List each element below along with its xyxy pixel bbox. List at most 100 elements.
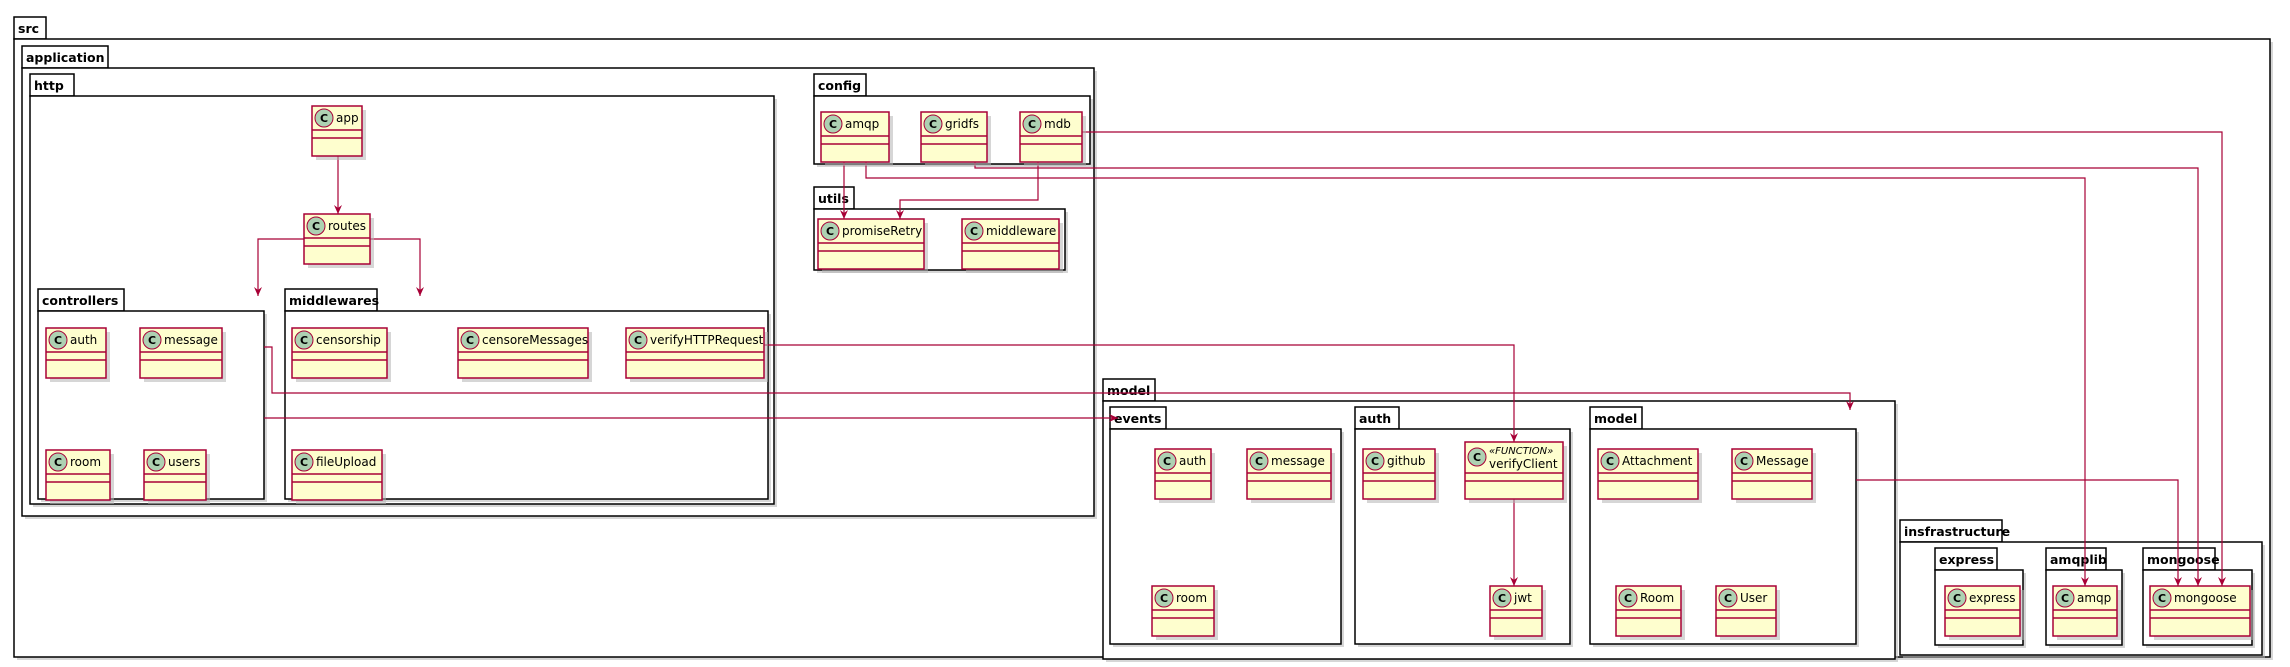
class-name: User — [1740, 591, 1767, 605]
class-icon — [1718, 588, 1738, 608]
svg-text:C: C — [54, 334, 62, 347]
package-label: middlewares — [289, 293, 379, 308]
arrow-mdb-promiseRetry — [896, 162, 1039, 219]
class-auth-verifyClient[interactable]: C «FUNCTION»verifyClient — [1464, 441, 1567, 503]
class-name: room — [1176, 591, 1207, 605]
class-name: users — [168, 455, 200, 469]
svg-text:C: C — [1371, 455, 1379, 468]
arrow-model-mongoose — [1856, 479, 2182, 586]
svg-text:C: C — [466, 334, 474, 347]
arrow-verifyClient-jwt — [1510, 499, 1518, 586]
arrow-message-model — [264, 346, 1854, 410]
svg-text:C: C — [1163, 455, 1171, 468]
svg-text:C: C — [312, 220, 320, 233]
class-stereotype: «FUNCTION» — [1489, 446, 1553, 457]
class-name: room — [70, 455, 101, 469]
package-label: controllers — [42, 293, 118, 308]
svg-text:C: C — [970, 225, 978, 238]
arrow-controllers-events — [264, 414, 1118, 422]
class-icon — [1022, 114, 1042, 134]
class-name: github — [1387, 454, 1425, 468]
svg-text:C: C — [1740, 455, 1748, 468]
svg-text:C: C — [2158, 592, 2166, 605]
class-icon — [1249, 451, 1269, 471]
class-name: censoreMessages — [482, 333, 588, 347]
package-label: events — [1114, 411, 1161, 426]
svg-text:C: C — [634, 334, 642, 347]
class-name: verifyClient — [1489, 457, 1558, 471]
class-icon — [1467, 447, 1487, 467]
svg-text:C: C — [1160, 592, 1168, 605]
arrow-routes-controllers — [254, 238, 304, 296]
svg-text:C: C — [929, 118, 937, 131]
class-name: express — [1969, 591, 2015, 605]
svg-text:C: C — [148, 334, 156, 347]
class-icon — [1947, 588, 1967, 608]
class-icon — [964, 221, 984, 241]
class-name: gridfs — [945, 117, 979, 131]
arrow-amqp-infra-amqp — [865, 162, 2089, 586]
package-label: model — [1107, 383, 1150, 398]
arrow-amqp-promiseRetry — [840, 162, 848, 219]
class-icon — [142, 330, 162, 350]
class-icon — [294, 330, 314, 350]
arrow-routes-middlewares — [370, 238, 424, 296]
class-model-Message[interactable]: C Message — [1731, 448, 1816, 503]
class-name: Attachment — [1622, 454, 1693, 468]
class-name: mongoose — [2174, 591, 2237, 605]
class-icon — [820, 221, 840, 241]
class-icon — [2055, 588, 2075, 608]
class-icon — [823, 114, 843, 134]
class-name: Message — [1756, 454, 1809, 468]
package-label: mongoose — [2147, 552, 2220, 567]
class-name: verifyHTTPRequest — [650, 333, 764, 347]
class-icon — [460, 330, 480, 350]
class-name: jwt — [1513, 591, 1532, 605]
package-label: insfrastructure — [1904, 524, 2010, 539]
class-icon — [294, 452, 314, 472]
svg-text:C: C — [826, 225, 834, 238]
svg-text:C: C — [300, 334, 308, 347]
package-label: src — [18, 21, 39, 36]
class-name: Room — [1640, 591, 1674, 605]
package-label: application — [26, 50, 105, 65]
package-label: amqplib — [2050, 552, 2107, 567]
class-name: censorship — [316, 333, 381, 347]
package-label: utils — [818, 191, 849, 206]
svg-text:C: C — [1473, 451, 1481, 464]
class-name: auth — [1179, 454, 1206, 468]
class-name: app — [336, 111, 359, 125]
svg-text:C: C — [1498, 592, 1506, 605]
class-icon — [48, 452, 68, 472]
class-icon — [1734, 451, 1754, 471]
class-icon — [314, 108, 334, 128]
svg-text:C: C — [300, 456, 308, 469]
svg-text:C: C — [2061, 592, 2069, 605]
